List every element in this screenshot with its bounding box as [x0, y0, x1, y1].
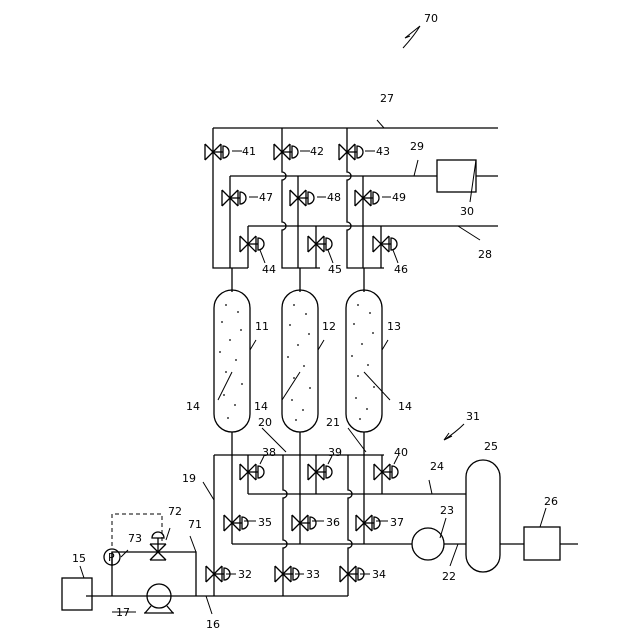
label-16: 16: [206, 618, 220, 631]
tank-25: [466, 460, 500, 572]
label-11: 11: [255, 320, 269, 333]
label-30: 30: [460, 205, 474, 218]
box-15: [62, 578, 92, 610]
label-73: 73: [128, 532, 142, 545]
label-36: 36: [326, 516, 340, 529]
label-40: 40: [394, 446, 408, 459]
label-33: 33: [306, 568, 320, 581]
valve-44: [240, 236, 264, 252]
valve-39: [308, 464, 332, 480]
label-45: 45: [328, 263, 342, 276]
label-41: 41: [242, 145, 256, 158]
label-27: 27: [380, 92, 394, 105]
label-70: 70: [424, 12, 438, 25]
valve-36: [292, 515, 316, 531]
control-valve-72: [150, 532, 166, 560]
valve-38: [240, 464, 264, 480]
label-21: 21: [326, 416, 340, 429]
valve-48: [290, 190, 314, 206]
label-14a: 14: [186, 400, 200, 413]
label-34: 34: [372, 568, 386, 581]
valve-35: [224, 515, 248, 531]
label-15: 15: [72, 552, 86, 565]
label-46: 46: [394, 263, 408, 276]
pump-17-base: [144, 606, 174, 613]
label-13: 13: [387, 320, 401, 333]
label-47: 47: [259, 191, 273, 204]
label-39: 39: [328, 446, 342, 459]
label-32: 32: [238, 568, 252, 581]
valve-41: [205, 144, 229, 160]
label-42: 42: [310, 145, 324, 158]
label-25: 25: [484, 440, 498, 453]
label-19: 19: [182, 472, 196, 485]
vessel-packing: [219, 304, 375, 421]
vessel-11: [214, 290, 250, 432]
box-30: [437, 160, 476, 192]
label-38: 38: [262, 446, 276, 459]
label-72: 72: [168, 505, 182, 518]
label-14c: 14: [398, 400, 412, 413]
label-35: 35: [258, 516, 272, 529]
label-44: 44: [262, 263, 276, 276]
label-29: 29: [410, 140, 424, 153]
valve-49: [355, 190, 379, 206]
valve-46: [373, 236, 397, 252]
valve-40: [374, 464, 398, 480]
valve-47: [222, 190, 246, 206]
label-71: 71: [188, 518, 202, 531]
arrow-70: [403, 26, 420, 48]
label-17: 17: [116, 606, 130, 619]
valve-42: [274, 144, 298, 160]
valve-37: [356, 515, 380, 531]
label-14b: 14: [254, 400, 268, 413]
label-31: 31: [466, 410, 480, 423]
vessel-13: [346, 290, 382, 432]
box-26: [524, 527, 560, 560]
valve-43: [339, 144, 363, 160]
label-43: 43: [376, 145, 390, 158]
label-48: 48: [327, 191, 341, 204]
label-23: 23: [440, 504, 454, 517]
label-12: 12: [322, 320, 336, 333]
label-22: 22: [442, 570, 456, 583]
label-28: 28: [478, 248, 492, 261]
label-49: 49: [392, 191, 406, 204]
label-24: 24: [430, 460, 444, 473]
label-26: 26: [544, 495, 558, 508]
bypass-71: [112, 552, 196, 596]
pump-23: [412, 528, 444, 560]
pressure-gauge-label: P: [108, 551, 115, 564]
valve-45: [308, 236, 332, 252]
vessel-12: [282, 290, 318, 432]
label-20: 20: [258, 416, 272, 429]
label-37: 37: [390, 516, 404, 529]
arrow-31: [444, 424, 464, 440]
